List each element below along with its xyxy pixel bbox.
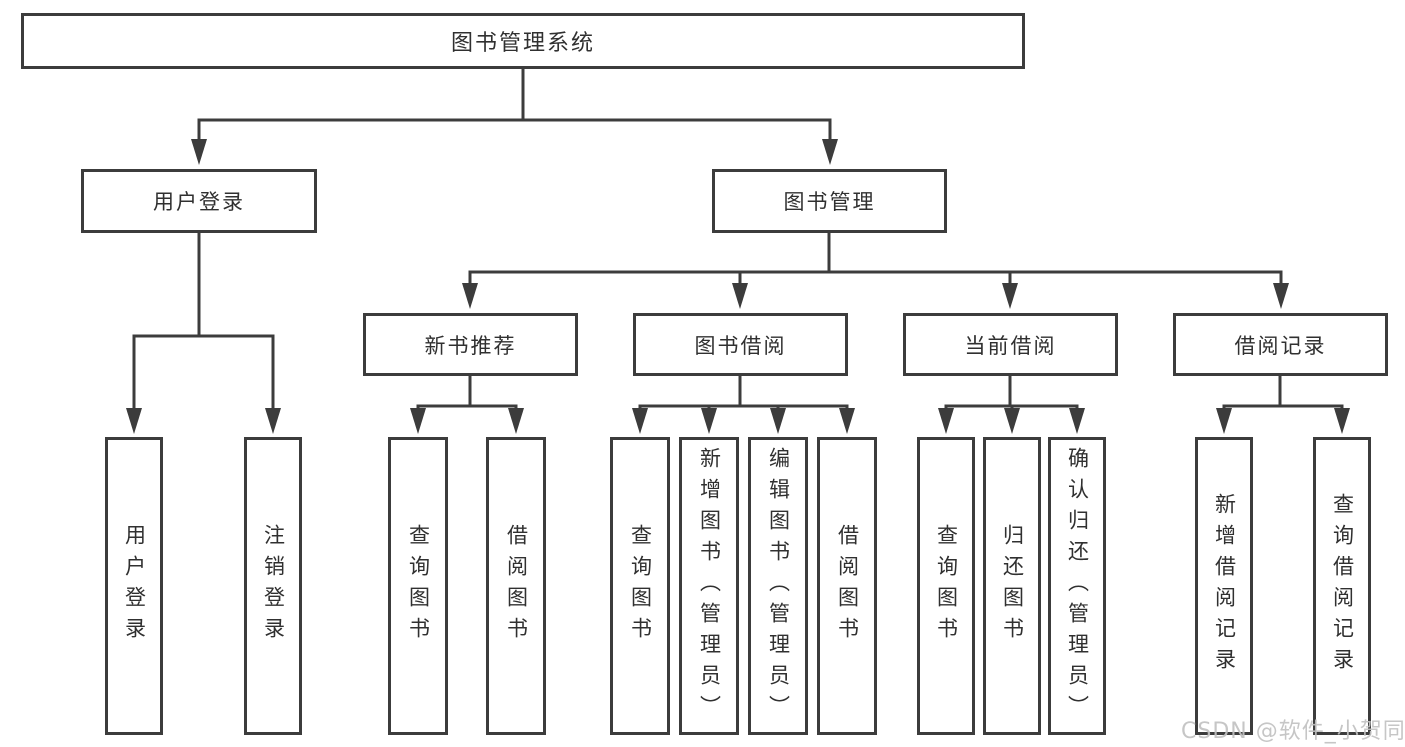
node-bb-add-books-admin-label: 新增图书（管理员）	[697, 446, 722, 726]
node-br-add-record: 新增借阅记录	[1195, 437, 1253, 735]
node-root: 图书管理系统	[21, 13, 1025, 69]
node-book-management: 图书管理	[712, 169, 947, 233]
node-user-login: 用户登录	[105, 437, 163, 735]
node-cb-confirm-return-admin-label: 确认归还（管理员）	[1065, 446, 1090, 726]
node-bb-add-books-admin: 新增图书（管理员）	[679, 437, 739, 735]
node-borrowing-records: 借阅记录	[1173, 313, 1388, 376]
node-logout: 注销登录	[244, 437, 302, 735]
node-borrowing-records-label: 借阅记录	[1234, 333, 1327, 358]
node-logout-label: 注销登录	[261, 524, 286, 648]
node-current-borrowing-label: 当前借阅	[964, 333, 1057, 358]
node-root-label: 图书管理系统	[450, 31, 595, 56]
node-cb-return-books: 归还图书	[983, 437, 1041, 735]
node-bb-edit-books-admin-label: 编辑图书（管理员）	[766, 446, 791, 726]
node-book-borrowing: 图书借阅	[633, 313, 848, 376]
node-user-login-group-label: 用户登录	[153, 190, 245, 214]
node-nb-borrow-books-label: 借阅图书	[504, 524, 529, 648]
node-user-login-label: 用户登录	[122, 524, 147, 648]
node-bb-query-books: 查询图书	[610, 437, 670, 735]
node-cb-return-books-label: 归还图书	[1000, 524, 1025, 648]
node-nb-query-books: 查询图书	[388, 437, 448, 735]
node-bb-borrow-books-label: 借阅图书	[835, 524, 860, 648]
node-book-management-label: 图书管理	[783, 190, 876, 214]
node-nb-borrow-books: 借阅图书	[486, 437, 546, 735]
node-current-borrowing: 当前借阅	[903, 313, 1118, 376]
node-cb-query-books-label: 查询图书	[934, 524, 959, 648]
node-new-book-recommendation-label: 新书推荐	[424, 333, 517, 358]
node-bb-edit-books-admin: 编辑图书（管理员）	[748, 437, 808, 735]
watermark: CSDN @软件_小贺同学	[1181, 719, 1405, 744]
node-bb-query-books-label: 查询图书	[628, 524, 653, 648]
node-br-query-record: 查询借阅记录	[1313, 437, 1371, 735]
node-cb-query-books: 查询图书	[917, 437, 975, 735]
node-book-borrowing-label: 图书借阅	[694, 333, 787, 358]
node-cb-confirm-return-admin: 确认归还（管理员）	[1048, 437, 1106, 735]
node-nb-query-books-label: 查询图书	[406, 524, 431, 648]
node-user-login-group: 用户登录	[81, 169, 317, 233]
node-br-query-record-label: 查询借阅记录	[1330, 493, 1355, 679]
node-br-add-record-label: 新增借阅记录	[1212, 493, 1237, 679]
node-bb-borrow-books: 借阅图书	[817, 437, 877, 735]
node-new-book-recommendation: 新书推荐	[363, 313, 578, 376]
